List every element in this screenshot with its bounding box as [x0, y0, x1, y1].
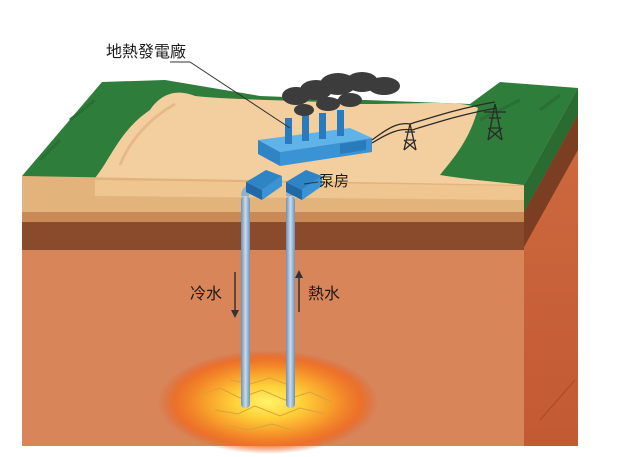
magma-glow — [158, 350, 378, 454]
deep-rock-layer — [22, 250, 524, 446]
side-crack — [539, 379, 576, 421]
transmission-tower-icon — [371, 101, 506, 151]
power-plant-label: 地熱發電廠 — [106, 42, 187, 61]
pump-leader-line — [303, 181, 319, 185]
plant-leader-line — [189, 61, 291, 129]
mid-layer — [22, 212, 524, 222]
cold-water-pipe — [241, 196, 250, 408]
power-plant-building — [258, 110, 372, 166]
smoke-cloud-icon — [282, 72, 400, 116]
side-grass-edge — [524, 88, 578, 212]
grass-texture — [38, 93, 561, 162]
side-dark-layer — [524, 115, 578, 247]
dark-rock-layer — [22, 222, 524, 250]
hot-water-pipe — [286, 196, 295, 408]
magma-cracks — [199, 377, 333, 433]
pump-unit-left — [246, 170, 282, 200]
flow-arrow-up-icon — [295, 270, 303, 312]
cold-water-label: 冷水 — [190, 284, 223, 303]
flow-arrow-down-icon — [231, 272, 239, 318]
sand-shading — [118, 102, 176, 166]
hot-water-label: 熱水 — [308, 284, 341, 303]
pump-house-label: 泵房 — [319, 172, 350, 190]
